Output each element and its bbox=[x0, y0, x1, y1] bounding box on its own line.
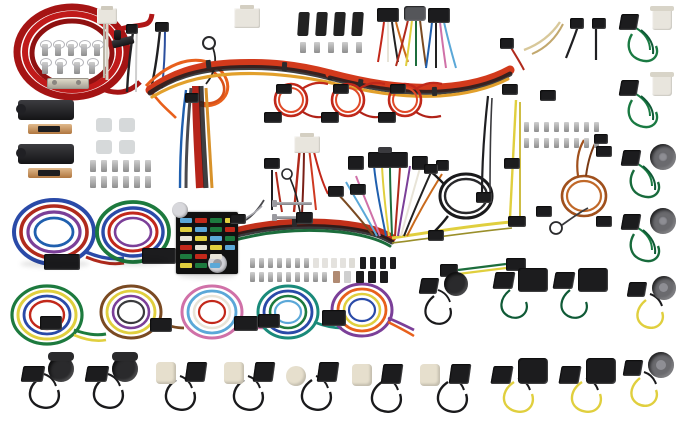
fuse-block-dial-top bbox=[172, 202, 188, 218]
right-column-pigtail-3 bbox=[629, 163, 661, 199]
grommet-3 bbox=[96, 140, 112, 154]
rear-harness-connector bbox=[142, 248, 176, 264]
centre-white-4pin bbox=[294, 136, 320, 153]
mid-right-pigtails bbox=[424, 289, 588, 325]
upper-connector-fans bbox=[377, 19, 457, 69]
top-right-connector-1 bbox=[500, 38, 514, 49]
coil-b-connector bbox=[150, 318, 172, 332]
white-pigtail-connector bbox=[103, 22, 109, 80]
top-right-connector-2 bbox=[502, 84, 518, 95]
right-connector-flat-lead bbox=[506, 258, 526, 271]
right-connector-low-2 bbox=[596, 216, 612, 227]
right-connector-mid-2 bbox=[504, 158, 520, 169]
lower-left-connector-2 bbox=[350, 184, 366, 195]
ground-ring-lead bbox=[202, 36, 217, 85]
right-connector-low bbox=[536, 206, 552, 217]
centre-connector-b bbox=[230, 214, 246, 224]
left-long-black-lead bbox=[480, 95, 493, 197]
shadow-coil-left bbox=[20, 260, 90, 268]
coil-pigtail-connector-1 bbox=[264, 112, 282, 123]
coil-e-connector bbox=[322, 310, 346, 326]
mounting-screw-1 bbox=[276, 202, 312, 205]
buss-bar-hole-left bbox=[52, 80, 57, 85]
coil-pigtail-connector-2 bbox=[321, 112, 339, 123]
white-4pin-block-latch bbox=[240, 5, 254, 9]
upper-connector-a bbox=[377, 8, 399, 22]
main-harness-trunk bbox=[145, 58, 515, 189]
buss-bar bbox=[47, 78, 89, 89]
right-column-pigtail-2 bbox=[627, 93, 659, 129]
orange-wire-coil bbox=[144, 58, 230, 119]
coil-a-connector bbox=[40, 316, 62, 330]
black-lead-connector bbox=[476, 192, 492, 203]
ignition-pigtail-fan bbox=[333, 165, 443, 237]
shadow-coil-right bbox=[104, 258, 166, 266]
yellow-lead-connector bbox=[508, 216, 526, 227]
right-column-pigtail-4 bbox=[629, 227, 661, 263]
small-connector-top-1 bbox=[126, 24, 138, 34]
ground-coil-connector-2 bbox=[428, 230, 444, 241]
coil-pigtail-connector-5 bbox=[333, 84, 349, 94]
shadow-fuseblock bbox=[178, 272, 236, 279]
lower-left-connector-3 bbox=[296, 212, 313, 224]
top-right-connector-5 bbox=[592, 18, 606, 29]
red-loop-pigtails bbox=[273, 81, 443, 119]
centre-connector-a bbox=[264, 158, 280, 169]
mounting-screw-2 bbox=[276, 216, 312, 219]
top-right-connector-4 bbox=[570, 18, 584, 29]
grommet-2 bbox=[119, 118, 135, 132]
white-connector-latch bbox=[101, 6, 113, 10]
copper-coil-connector bbox=[594, 134, 608, 144]
coil-pigtail-connector-3 bbox=[378, 112, 396, 123]
ignition-main-connector-tab bbox=[378, 147, 392, 153]
battery-post-terminal-stud bbox=[114, 30, 121, 40]
ignition-small-connector bbox=[436, 160, 449, 171]
mounting-screw-head-2 bbox=[272, 214, 277, 221]
harness-coil-a bbox=[10, 284, 107, 346]
white-2pin-connector bbox=[97, 8, 117, 24]
ignition-main-connector bbox=[368, 152, 408, 168]
coil-pigtail-connector-6 bbox=[390, 84, 406, 94]
mounting-screw-head-1 bbox=[272, 200, 277, 207]
coil-pigtail-connector-4 bbox=[276, 84, 292, 94]
small-connector-top-3 bbox=[185, 93, 199, 103]
small-connector-top-2 bbox=[155, 22, 169, 32]
ignition-side-connector-left bbox=[348, 156, 364, 170]
centre-white-4pin-latch bbox=[300, 133, 314, 137]
grommet-1 bbox=[96, 118, 112, 132]
white-4pin-block bbox=[234, 8, 260, 28]
top-right-connector-3 bbox=[540, 90, 556, 101]
upper-connector-c bbox=[428, 8, 450, 23]
lower-left-connector-1 bbox=[328, 186, 344, 197]
coil-c-connector bbox=[234, 316, 258, 331]
right-connector-mid bbox=[596, 146, 612, 157]
ground-coil-connector bbox=[424, 164, 438, 174]
front-harness-connector bbox=[44, 254, 80, 270]
upper-connector-b bbox=[404, 6, 426, 21]
buss-bar-hole-right bbox=[76, 80, 81, 85]
top-right-leads bbox=[509, 21, 598, 71]
coil-d-connector bbox=[258, 314, 280, 328]
right-column-pigtail-1 bbox=[627, 27, 659, 63]
grommet-4 bbox=[119, 140, 135, 154]
